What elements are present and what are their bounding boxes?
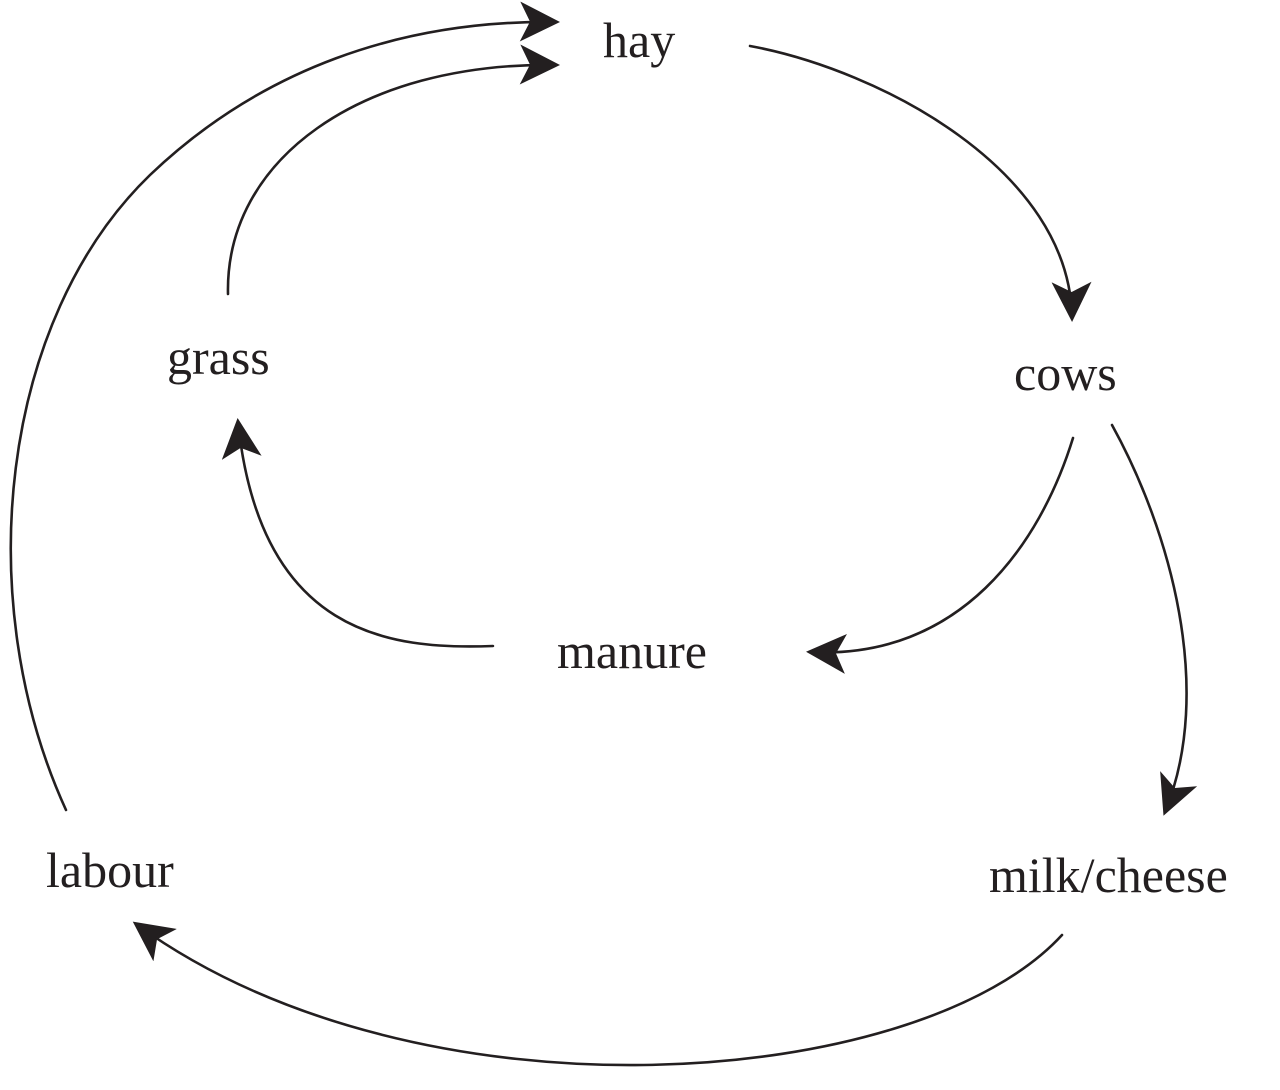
node-cows: cows (1014, 345, 1117, 401)
node-milk-cheese: milk/cheese (989, 847, 1228, 903)
edge-milk-cheese-to-labour (132, 921, 1064, 1067)
edge-cows-to-manure (806, 436, 1075, 674)
node-hay: hay (603, 12, 675, 68)
edge-grass-to-hay (226, 44, 560, 296)
node-grass: grass (167, 329, 270, 385)
node-manure: manure (557, 623, 707, 679)
node-labour: labour (46, 842, 174, 898)
edge-cows-to-milk-cheese (1110, 423, 1198, 816)
edge-labour-to-hay (9, 1, 560, 812)
edge-manure-to-grass (221, 418, 495, 648)
edge-hay-to-cows (748, 44, 1092, 322)
